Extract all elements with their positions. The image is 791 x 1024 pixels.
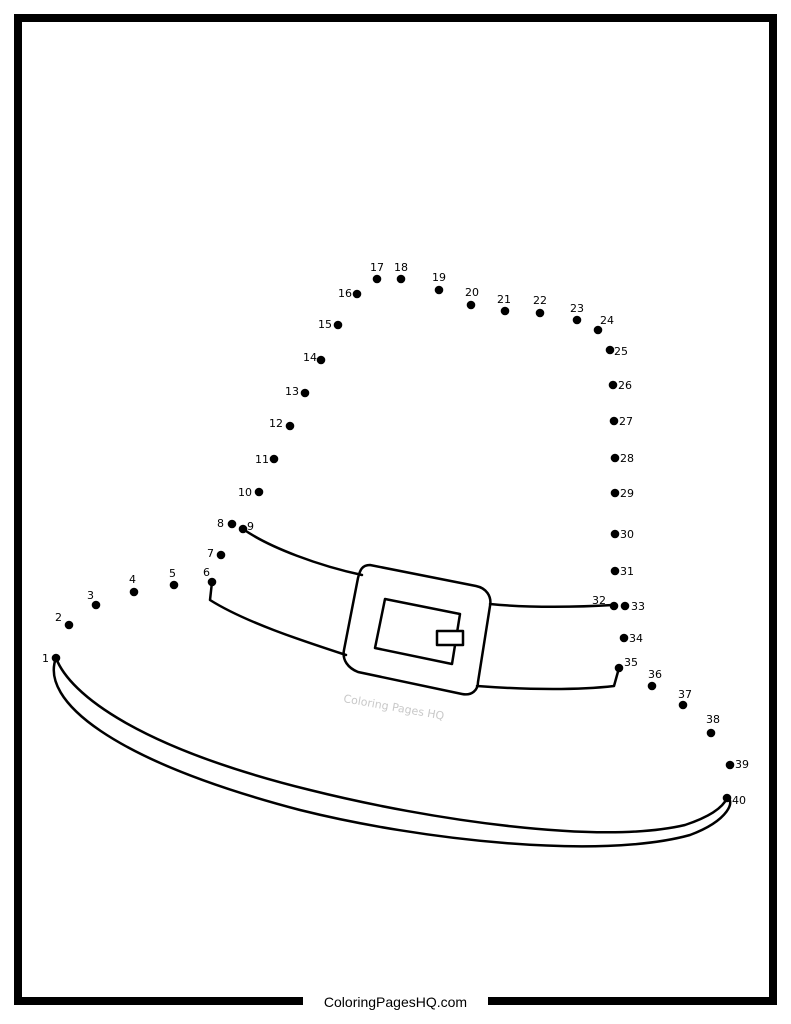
dot-39 [725,760,735,770]
dot-13 [300,388,310,398]
buckle-prong [435,629,465,647]
dot-17 [372,274,382,284]
dot-number-2: 2 [55,611,62,624]
dot-number-39: 39 [735,758,749,771]
dot-number-20: 20 [465,286,479,299]
dot-number-40: 40 [732,794,746,807]
dot-number-19: 19 [432,271,446,284]
dot-19 [434,285,444,295]
dot-37 [678,700,688,710]
dot-21 [500,306,510,316]
buckle-inner [373,597,462,666]
dot-number-6: 6 [203,566,210,579]
dot-10 [254,487,264,497]
dot-6 [207,577,217,587]
dot-number-15: 15 [318,318,332,331]
dot-number-34: 34 [629,632,643,645]
watermark-text: Coloring Pages HQ [342,692,445,723]
dot-40 [722,793,732,803]
dot-number-12: 12 [269,417,283,430]
dot-26 [608,380,618,390]
dot-number-27: 27 [619,415,633,428]
dot-34 [619,633,629,643]
dot-24 [593,325,603,335]
dot-14 [316,355,326,365]
dot-29 [610,488,620,498]
page-border [14,14,777,1005]
dot-31 [610,566,620,576]
dot-number-16: 16 [338,287,352,300]
dot-32 [609,601,619,611]
dot-number-26: 26 [618,379,632,392]
dot-number-9: 9 [247,520,254,533]
dot-number-21: 21 [497,293,511,306]
dot-number-24: 24 [600,314,614,327]
dot-number-14: 14 [303,351,317,364]
dot-38 [706,728,716,738]
dot-number-4: 4 [129,573,136,586]
dot-number-5: 5 [169,567,176,580]
dot-35 [614,663,624,673]
dot-28 [610,453,620,463]
dot-7 [216,550,226,560]
dot-25 [605,345,615,355]
dot-22 [535,308,545,318]
dot-number-25: 25 [614,345,628,358]
dot-12 [285,421,295,431]
dot-27 [609,416,619,426]
buckle-outer [342,563,492,696]
dot-number-3: 3 [87,589,94,602]
dot-number-32: 32 [592,594,606,607]
dot-number-35: 35 [624,656,638,669]
dot-number-36: 36 [648,668,662,681]
dot-4 [129,587,139,597]
dot-15 [333,320,343,330]
dot-number-18: 18 [394,261,408,274]
hat-band-top [241,527,364,577]
dot-5 [169,580,179,590]
dot-number-17: 17 [370,261,384,274]
dot-2 [64,620,74,630]
dot-23 [572,315,582,325]
dot-number-22: 22 [533,294,547,307]
hat-brim-inner [54,656,729,834]
dot-number-29: 29 [620,487,634,500]
dot-number-11: 11 [255,453,269,466]
dot-9 [238,524,248,534]
dot-number-8: 8 [217,517,224,530]
dot-number-23: 23 [570,302,584,315]
dot-30 [610,529,620,539]
dot-number-28: 28 [620,452,634,465]
hat-band-bottom [208,580,348,657]
dot-number-13: 13 [285,385,299,398]
hat-brim-outer [52,656,732,848]
dot-1 [51,653,61,663]
hat-band-top-right [488,602,615,608]
dot-number-1: 1 [42,652,49,665]
dot-number-30: 30 [620,528,634,541]
dot-number-31: 31 [620,565,634,578]
dot-33 [620,601,630,611]
dot-20 [466,300,476,310]
hat-band-bottom-right [475,666,621,691]
dot-11 [269,454,279,464]
dot-18 [396,274,406,284]
dot-number-10: 10 [238,486,252,499]
dot-36 [647,681,657,691]
dot-number-33: 33 [631,600,645,613]
dot-3 [91,600,101,610]
dot-8 [227,519,237,529]
dot-number-38: 38 [706,713,720,726]
dot-16 [352,289,362,299]
dot-number-7: 7 [207,547,214,560]
dot-number-37: 37 [678,688,692,701]
